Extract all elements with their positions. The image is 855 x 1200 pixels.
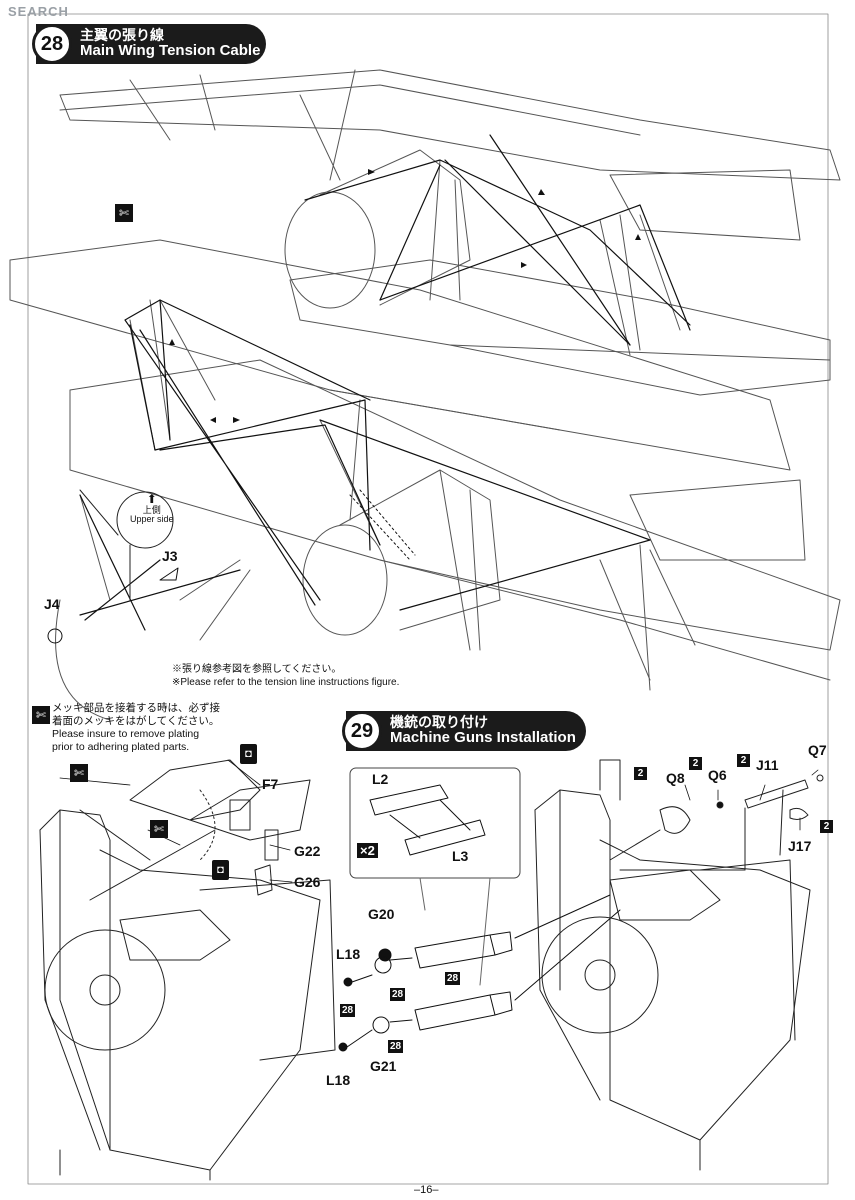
step-number: 29 [342,711,382,751]
upper-side-en: Upper side [130,514,174,525]
quantity-badge: ×2 [357,843,378,858]
page-number: –16– [414,1184,439,1196]
part-label: L3 [452,848,469,864]
part-label: L18 [336,946,361,962]
quantity-badge: 2 [689,757,702,770]
cockpit-assembly-left [39,759,336,1181]
tension-cables [79,134,691,631]
note-ja: ※張り線参考図を参照してください。 [172,664,342,675]
part-label: G21 [370,1058,397,1074]
arrow-up-icon: ⬆ [146,492,157,506]
part-label: J11 [756,757,779,773]
note-line: Please insure to remove plating [52,728,200,741]
quantity-badge: 2 [820,820,833,833]
plating-icon: ✄ [32,706,50,724]
part-label: F7 [262,776,279,792]
front-biplane [9,239,841,721]
step-28-header: 28 主翼の張り線 Main Wing Tension Cable [32,24,266,64]
leader-lines [59,759,819,883]
note-line: prior to adhering plated parts. [52,741,190,754]
upper-side-ja: 上側 [142,504,161,515]
note-line: メッキ部品を接着する時は、必ず接 [52,702,220,714]
part-label: J3 [162,548,178,564]
paint-icon: ◘ [212,860,229,880]
ref-step-badge: 28 [445,972,460,985]
plating-icon: ✄ [70,764,88,782]
part-label: Q7 [808,742,827,758]
part-label: Q8 [666,770,685,786]
part-label: L18 [326,1072,351,1088]
step-title-en: Main Wing Tension Cable [80,42,261,60]
quantity-badge: 2 [634,767,647,780]
note-en: ※Please refer to the tension line instru… [172,676,400,688]
step-number: 28 [32,24,72,64]
ref-step-badge: 28 [388,1040,403,1053]
cable-arrows [169,169,641,423]
step-title-en: Machine Guns Installation [390,729,576,747]
part-label: L2 [372,771,389,787]
ref-step-badge: 28 [390,988,405,1001]
upper-side-label: ⬆ 上側 Upper side [130,493,174,524]
step-title-ja: 主翼の張り線 [80,27,164,44]
paint-icon: ◘ [240,744,257,764]
step-title-ja: 機銃の取り付け [390,714,488,731]
tension-note: ※張り線参考図を参照してください。 ※Please refer to the t… [172,664,399,689]
part-label: G22 [294,843,321,859]
part-label: J17 [788,838,812,854]
rear-biplane [59,69,841,396]
note-line: 着面のメッキをはがしてください。 [52,715,220,728]
step-29-header: 29 機銃の取り付け Machine Guns Installation [342,711,586,751]
ref-step-badge: 28 [340,1004,355,1017]
plating-icon: ✄ [150,820,168,838]
watermark-part: SEARCH [8,4,69,19]
part-label: G20 [368,906,395,922]
quantity-badge: 2 [737,754,750,767]
cockpit-assembly-right [514,759,824,1171]
part-label: J4 [44,596,60,612]
part-label: G26 [294,874,321,890]
scissors-icon: ✄ [115,204,133,222]
plating-note: メッキ部品を接着する時は、必ず接 着面のメッキをはがしてください。 Please… [52,702,220,755]
part-label: Q6 [708,767,727,783]
machine-gun-parts [338,767,521,1052]
watermark: SEARCH [8,4,69,19]
